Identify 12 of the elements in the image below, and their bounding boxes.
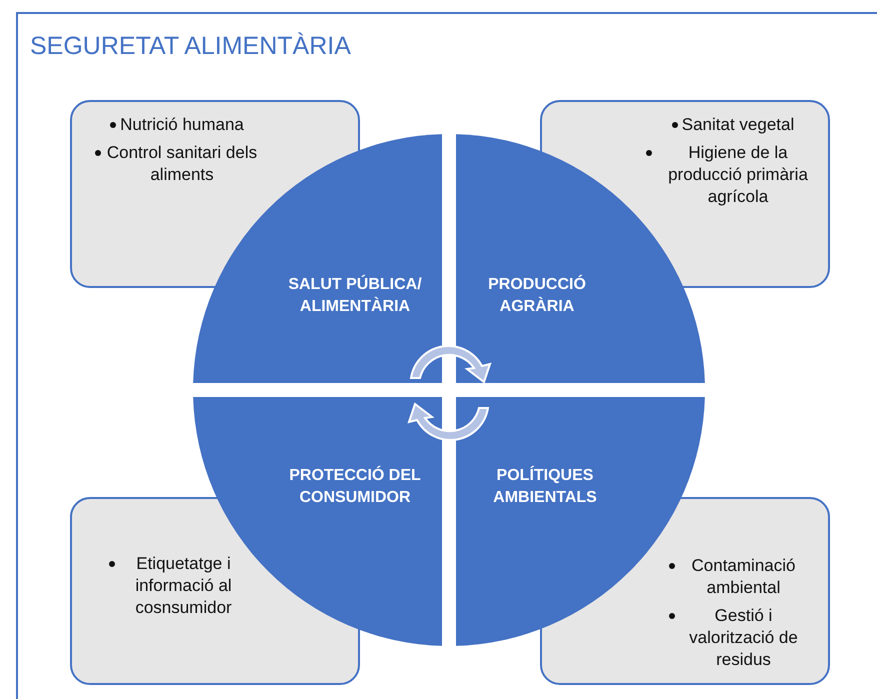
bullet-text: Gestió i valorització de residus xyxy=(688,605,799,671)
quadrant-title: PROTECCIÓ DEL CONSUMIDOR xyxy=(288,465,422,508)
bullet-text: Sanitat vegetal xyxy=(682,114,794,136)
bullet-text: Etiquetatge i informació al cosnsumidor xyxy=(134,553,233,619)
bullet-text: Contaminació ambiental xyxy=(690,555,796,599)
bullet-text: Control sanitari dels aliments xyxy=(106,142,258,186)
bullet-text: Higiene de la producció primària agrícola xyxy=(667,142,809,208)
quadrant-title: POLÍTIQUES AMBIENTALS xyxy=(492,465,598,508)
bullet-text: Nutrició humana xyxy=(120,114,244,136)
diagram-title: SEGURETAT ALIMENTÀRIA xyxy=(30,32,351,61)
quadrant-title: SALUT PÚBLICA/ ALIMENTÀRIA xyxy=(287,274,423,317)
quadrant-title: PRODUCCIÓ AGRÀRIA xyxy=(487,274,587,317)
